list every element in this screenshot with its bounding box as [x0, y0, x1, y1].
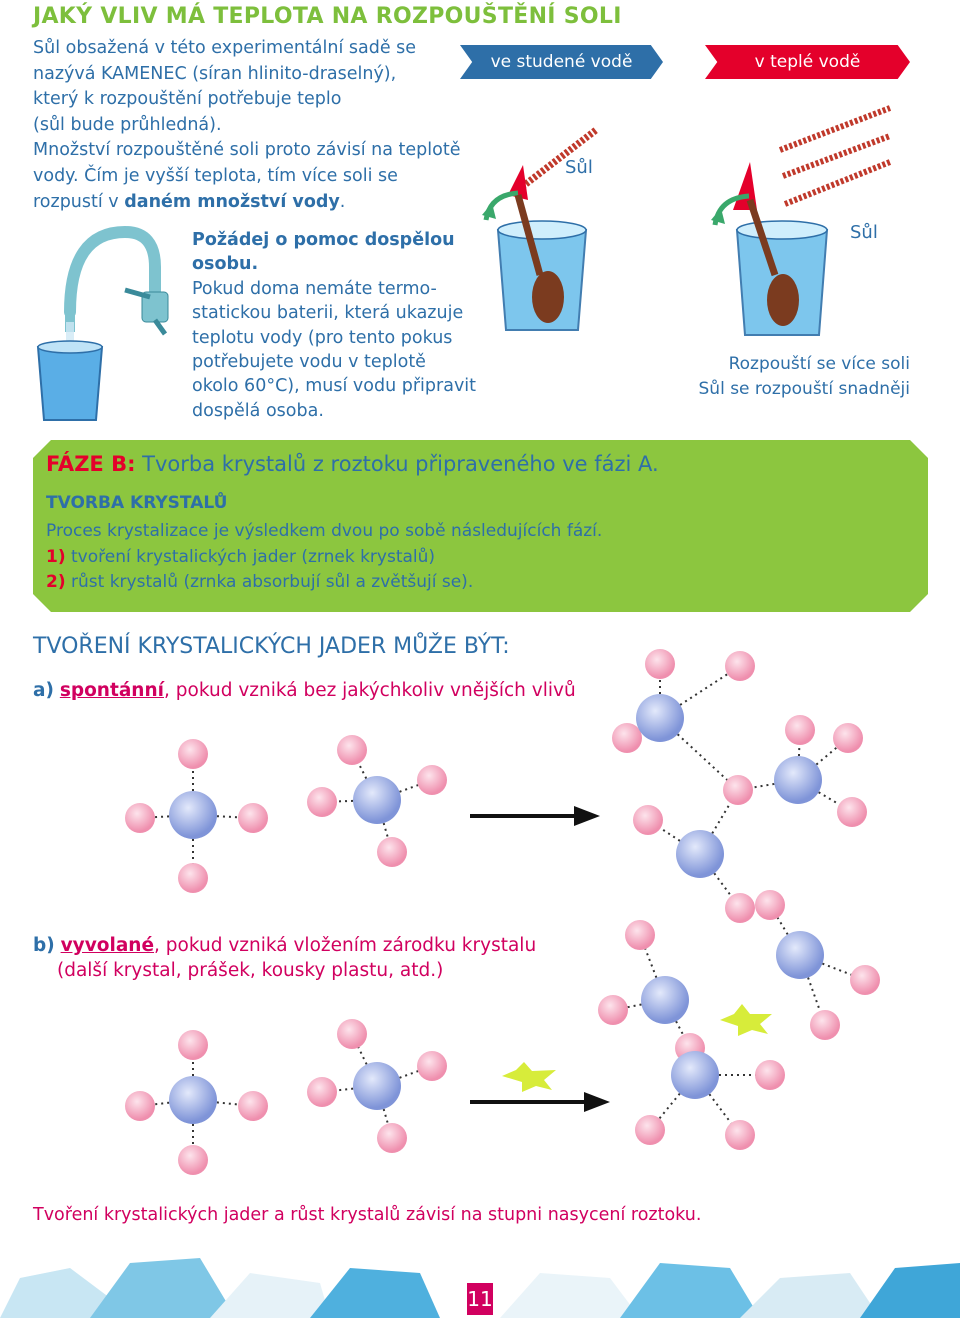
ion-small-atom — [810, 1010, 840, 1040]
help-note: Požádej o pomoc dospělou osobu. Pokud do… — [192, 230, 477, 421]
ion-small-atom — [725, 1120, 755, 1150]
ion-small-atom — [723, 775, 753, 805]
ion-small-atom — [178, 1145, 208, 1175]
ion-small-atom — [850, 965, 880, 995]
bond-line — [797, 729, 801, 781]
seed-crystal-icon — [720, 1004, 772, 1036]
ion-small-atom — [612, 723, 642, 753]
ion-small-atom — [337, 1019, 367, 1049]
ion-large-atom — [353, 1062, 401, 1110]
intro-line: nazývá KAMENEC (síran hlinito-draselný), — [33, 63, 397, 84]
case-a-text: a) spontánní, pokud vzniká bez jakýchkol… — [33, 680, 576, 701]
ion-small-atom — [633, 805, 663, 835]
help-heading: Požádej o pomoc dospělou — [192, 230, 455, 250]
arrow-a — [470, 806, 600, 826]
bond-line — [192, 1099, 254, 1107]
intro-line: rozpustí v daném množství vody. — [33, 191, 346, 212]
bond-line — [647, 819, 701, 855]
ion-large-atom — [671, 1051, 719, 1099]
ion-large-atom — [353, 776, 401, 824]
ion-small-atom — [725, 651, 755, 681]
ion-small-atom — [598, 995, 628, 1025]
warm-water-tag: v teplé vodě — [705, 45, 910, 79]
page-number: 11 — [467, 1283, 493, 1315]
ion-small-atom — [755, 890, 785, 920]
ion-small-atom — [125, 803, 155, 833]
phase-b-line: Proces krystalizace je výsledkem dvou po… — [46, 521, 603, 541]
bond-line — [737, 779, 799, 791]
ion-small-atom — [645, 649, 675, 679]
ion-small-atom — [307, 1077, 337, 1107]
ion-large-atom — [776, 931, 824, 979]
ion-large-atom — [169, 1076, 217, 1124]
salt-label-cold: Sůl — [565, 157, 593, 178]
warm-beaker-illustration — [711, 105, 892, 336]
phase-b-item: 1) tvoření krystalických jader (zrnek kr… — [46, 547, 436, 567]
cold-water-tag: ve studené vodě — [460, 45, 663, 79]
case-b-note: (další krystal, prášek, kousky plastu, a… — [57, 960, 444, 981]
seed-crystal-icon — [502, 1062, 556, 1092]
crystals-decoration — [0, 1258, 960, 1318]
ion-large-atom — [169, 791, 217, 839]
ion-small-atom — [307, 787, 337, 817]
page-title: JAKÝ VLIV MÁ TEPLOTA NA ROZPOUŠTĚNÍ SOLI — [33, 4, 622, 29]
salt-label-warm: Sůl — [850, 222, 878, 243]
ion-small-atom — [625, 920, 655, 950]
help-heading: osobu. — [192, 254, 259, 275]
ion-large-atom — [636, 694, 684, 742]
ion-small-atom — [178, 863, 208, 893]
ion-small-atom — [377, 1123, 407, 1153]
intro-line: Množství rozpouštěné soli proto závisí n… — [33, 140, 461, 161]
ion-small-atom — [377, 837, 407, 867]
warm-water-caption: Rozpouští se více soli Sůl se rozpouští … — [698, 354, 911, 399]
ion-small-atom — [417, 1051, 447, 1081]
final-note: Tvoření krystalických jader a růst kryst… — [33, 1205, 702, 1225]
ion-small-atom — [417, 765, 447, 795]
ion-small-atom — [837, 797, 867, 827]
ion-small-atom — [635, 1115, 665, 1145]
case-b-text: b) vyvolané, pokud vzniká vložením zárod… — [33, 935, 537, 956]
bond-line — [192, 814, 254, 819]
bond-line — [659, 665, 741, 719]
ion-small-atom — [755, 1060, 785, 1090]
intro-emphasis: daném množství vody — [124, 191, 340, 212]
intro-line: který k rozpouštění potřebuje teplo — [33, 89, 342, 110]
intro-line: (sůl bude průhledná). — [33, 114, 222, 135]
intro-line: vody. Čím je vyšší teplota, tím více sol… — [33, 165, 398, 186]
ion-small-atom — [337, 735, 367, 765]
faucet-glass-illustration — [36, 225, 169, 421]
ion-small-atom — [238, 1091, 268, 1121]
ion-small-atom — [178, 739, 208, 769]
ion-large-atom — [774, 756, 822, 804]
intro-paragraph: Sůl obsažená v této experimentální sadě … — [33, 36, 463, 215]
ion-small-atom — [238, 803, 268, 833]
phase-b-box — [33, 440, 928, 612]
phase-b-subtitle: TVORBA KRYSTALŮ — [46, 493, 228, 513]
ion-small-atom — [178, 1030, 208, 1060]
phase-b-title: FÁZE B: Tvorba krystalů z roztoku připra… — [46, 452, 659, 476]
arrow-b — [470, 1092, 610, 1112]
cold-beaker-illustration — [482, 127, 599, 331]
ion-small-atom — [833, 723, 863, 753]
bond-line — [797, 779, 853, 813]
ion-small-atom — [125, 1091, 155, 1121]
crystal-nucleation-diagram — [125, 649, 880, 1175]
ion-large-atom — [641, 976, 689, 1024]
section-heading: TVOŘENÍ KRYSTALICKÝCH JADER MŮŽE BÝT: — [33, 634, 510, 659]
ion-small-atom — [785, 715, 815, 745]
phase-b-item: 2) růst krystalů (zrnka absorbují sůl a … — [46, 572, 474, 592]
ion-small-atom — [725, 893, 755, 923]
ion-large-atom — [676, 830, 724, 878]
intro-line: Sůl obsažená v této experimentální sadě … — [33, 38, 417, 58]
